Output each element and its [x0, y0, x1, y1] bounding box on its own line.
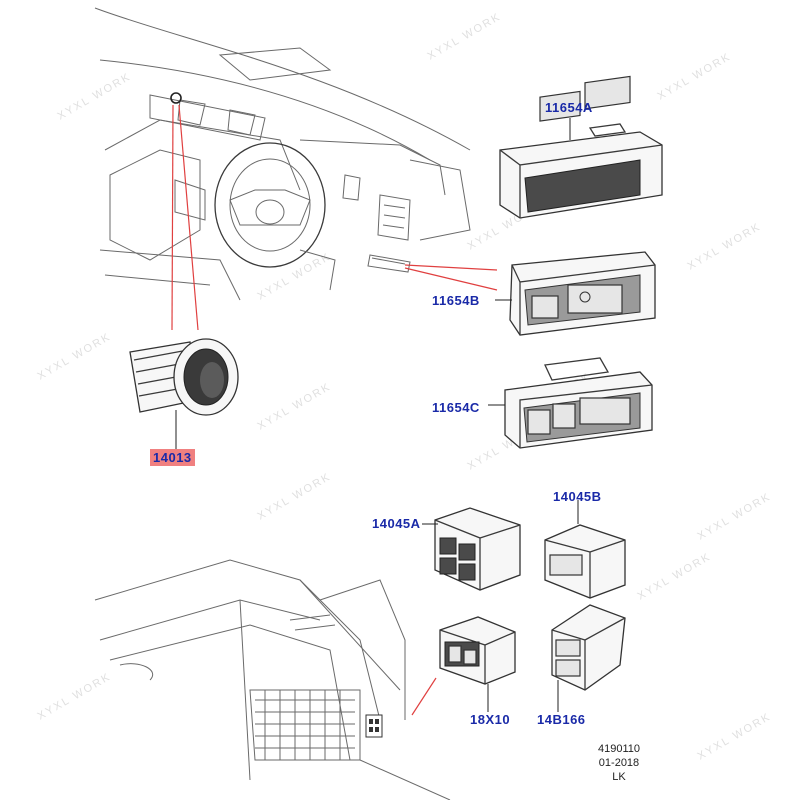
watermark: XYXL WORK	[256, 381, 334, 433]
dashboard-illustration	[94, 7, 471, 301]
drawing-date: 01-2018	[598, 757, 640, 769]
red-leader-lines	[171, 104, 498, 716]
part-14013-socket	[129, 338, 239, 450]
watermark: XYXL WORK	[36, 671, 114, 723]
watermark: XYXL WORK	[256, 471, 334, 523]
watermark: XYXL WORK	[656, 51, 734, 103]
drawing-reference: 4190110 01-2018 LK	[598, 742, 640, 784]
callout-18X10: 18X10	[470, 712, 511, 727]
part-11654A-switch	[499, 75, 663, 219]
watermark: XYXL WORK	[636, 551, 714, 603]
watermark: XYXL WORK	[56, 71, 134, 123]
callout-11654A: 11654A	[545, 100, 593, 115]
callout-14013: 14013	[150, 449, 195, 466]
watermark: XYXL WORK	[36, 331, 114, 383]
watermark: XYXL WORK	[256, 251, 334, 303]
callout-11654C: 11654C	[432, 400, 480, 415]
drawing-number: 4190110	[597, 743, 640, 755]
part-18X10-switch	[439, 616, 516, 712]
cargo-area-illustration	[94, 559, 451, 801]
watermark: XYXL WORK	[696, 711, 774, 763]
watermark: XYXL WORK	[686, 221, 764, 273]
callout-11654B: 11654B	[432, 293, 480, 308]
callout-14B166: 14B166	[537, 712, 586, 727]
part-14B166-switch	[551, 604, 626, 712]
callout-14045B: 14045B	[553, 489, 602, 504]
part-11654B-switch	[495, 251, 656, 336]
watermark: XYXL WORK	[426, 11, 504, 63]
callout-14045A: 14045A	[372, 516, 421, 531]
part-14045B-switch	[544, 500, 626, 599]
part-14045A-switch	[422, 507, 521, 591]
drawing-region: LK	[612, 771, 626, 783]
watermark: XYXL WORK	[696, 491, 774, 543]
part-11654C-switch	[488, 357, 653, 449]
